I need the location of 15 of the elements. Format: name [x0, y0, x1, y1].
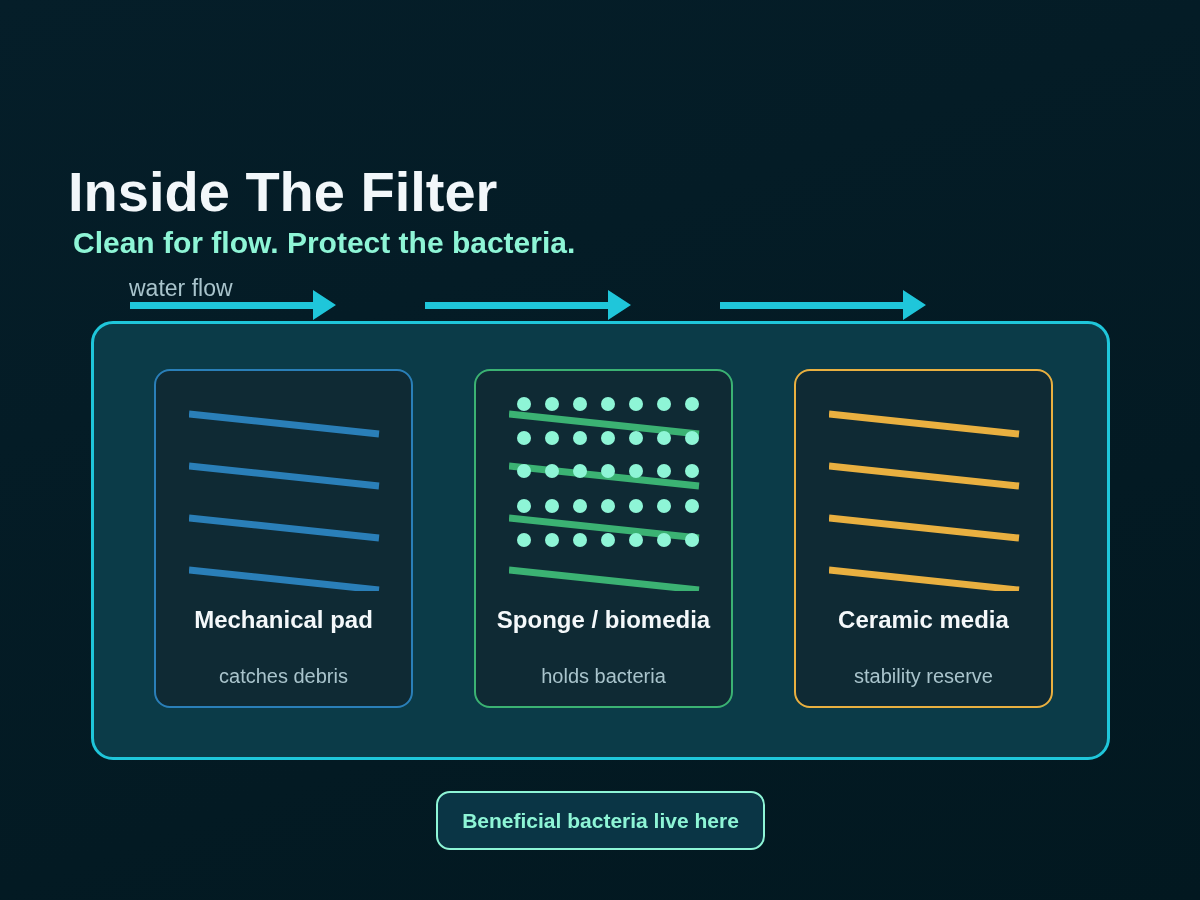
filter-housing	[91, 321, 1110, 760]
subtitle: Clean for flow. Protect the bacteria.	[73, 226, 576, 260]
chamber-caption: catches debris	[219, 664, 348, 688]
callout-text: Beneficial bacteria live here	[462, 807, 739, 834]
chamber-caption: stability reserve	[854, 664, 993, 688]
page-title: Inside The Filter	[68, 161, 498, 223]
filter-chamber	[154, 369, 413, 708]
chamber-title: Mechanical pad	[194, 605, 373, 635]
filter-chamber	[794, 369, 1053, 708]
filter-chamber	[474, 369, 733, 708]
chamber-title: Sponge / biomedia	[496, 605, 711, 635]
chamber-title: Ceramic media	[838, 605, 1009, 635]
flow-label: water flow	[129, 276, 233, 300]
chamber-caption: holds bacteria	[541, 664, 666, 688]
callout-box	[436, 791, 765, 850]
